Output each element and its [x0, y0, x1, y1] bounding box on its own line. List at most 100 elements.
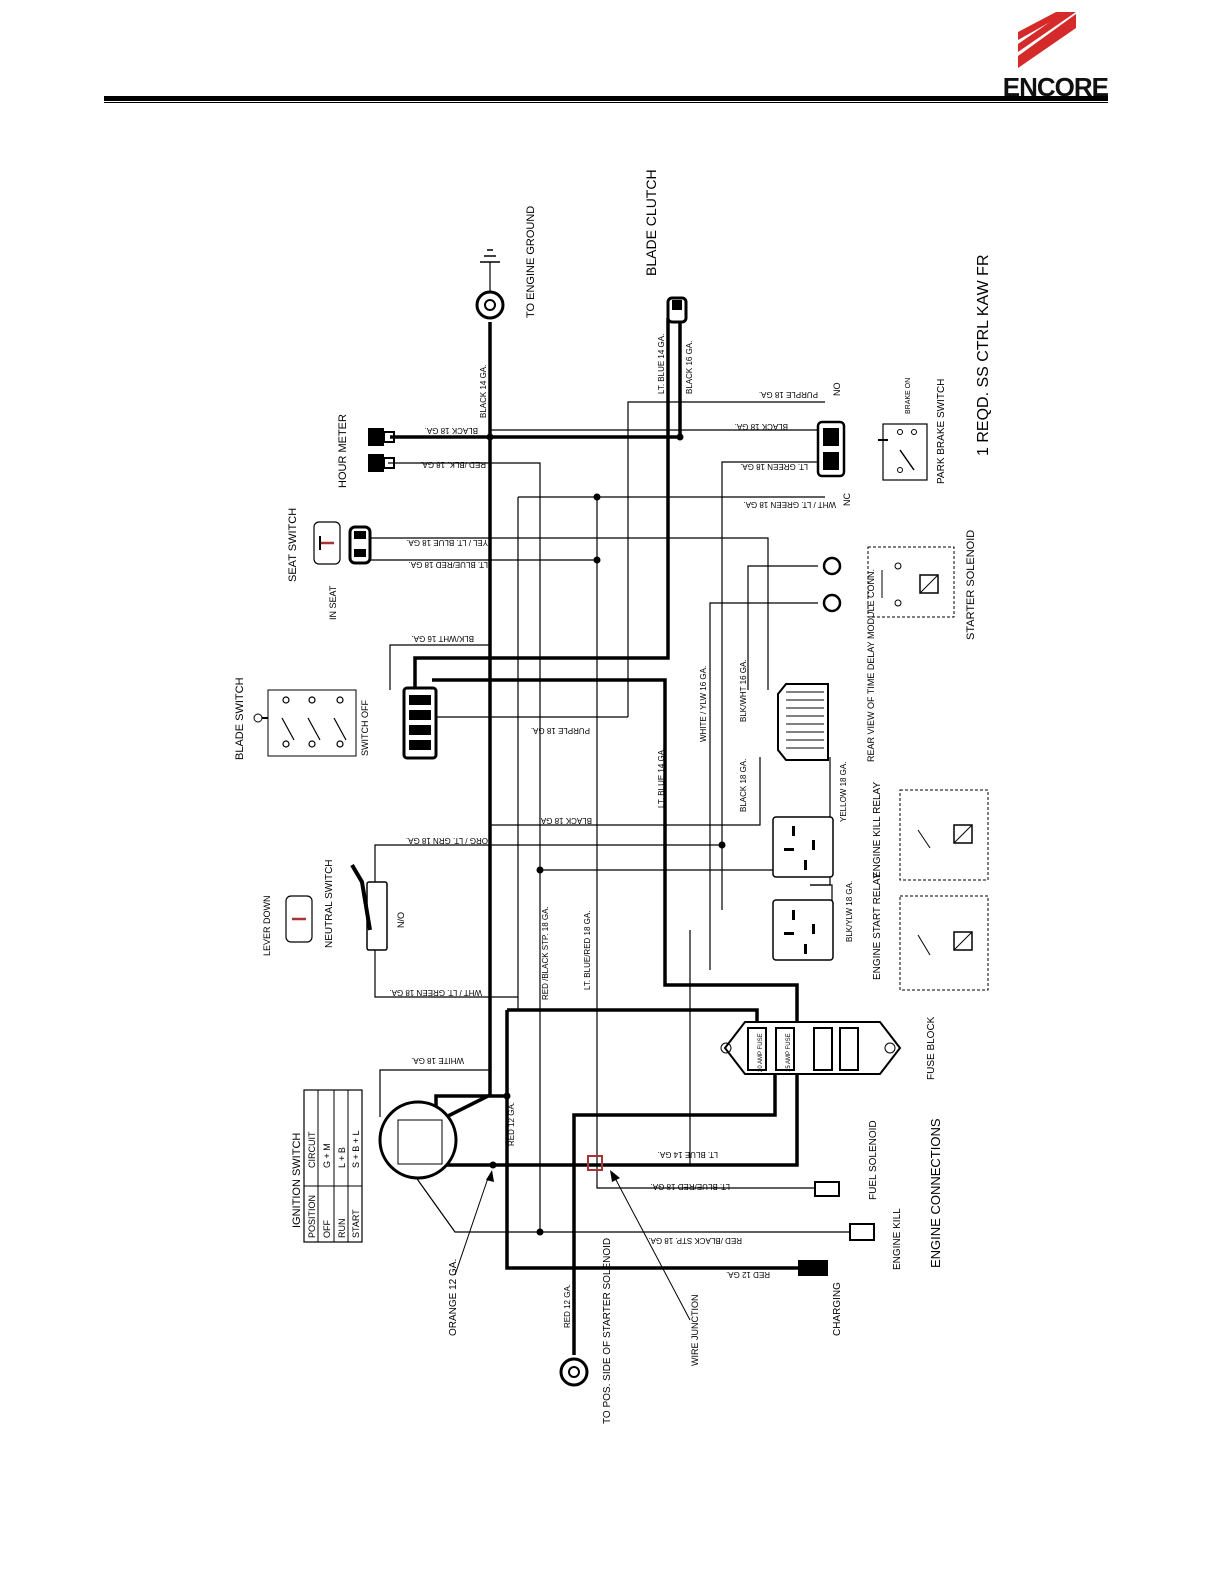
- wire-blkwht-starter: [747, 565, 818, 690]
- wire-label: BLK/WHT 16 GA.: [739, 659, 748, 722]
- wire-black16-clutch: [490, 318, 682, 439]
- wire-label: BLACK 18 GA.: [739, 759, 748, 812]
- ign-row-start: START: [351, 1209, 361, 1238]
- starter-solenoid: [822, 546, 955, 618]
- seat-switch: [313, 521, 372, 565]
- wire-label: RED /BLACK STP. 18 GA.: [541, 906, 550, 1000]
- wire-white-ylw: [709, 602, 818, 970]
- ign-row-off-circuit: G + M: [322, 1143, 332, 1168]
- label-no2: NO: [832, 383, 842, 397]
- wire-ltgreen: [721, 461, 825, 910]
- wire-junction-marker: [454, 1155, 691, 1321]
- engine-connectors: [798, 1181, 875, 1276]
- junction-dot: [593, 556, 601, 564]
- label-engine-ground: TO ENGINE GROUND: [525, 206, 537, 318]
- wire-label: LT. BLUE 14 GA.: [657, 334, 666, 394]
- encore-logo: ENCORE: [960, 4, 1109, 102]
- wire-label: YEL / LT. BLUE 18 GA.: [406, 538, 488, 547]
- fuse-block: [720, 1021, 902, 1075]
- ign-row-run-circuit: L + B: [337, 1147, 347, 1168]
- park-brake-switch: [878, 423, 928, 481]
- label-pos-starter: TO POS. SIDE OF STARTER SOLENOID: [602, 1238, 613, 1424]
- wire-redblk: [388, 462, 850, 1233]
- ground-terminal: [475, 249, 505, 320]
- label-wire-junction: WIRE JUNCTION: [690, 1295, 700, 1367]
- diagram-title: 1 REQD. SS CTRL KAW FR: [975, 254, 992, 456]
- wire-label: LT. BLUE/RED 18 GA.: [583, 911, 592, 990]
- label-fuse-20: 20 AMP FUSE: [758, 1033, 764, 1072]
- wire-label: BLACK 18 GA.: [735, 422, 788, 431]
- label-nc: NC: [842, 493, 852, 506]
- ign-row-start-circuit: S + B + L: [351, 1130, 361, 1168]
- label-start-relay: ENGINE START RELAY: [872, 872, 883, 980]
- wire-label: LT. GREEN 18 GA.: [740, 462, 808, 471]
- label-fuse-block: FUSE BLOCK: [926, 1016, 937, 1080]
- label-blade-switch: BLADE SWITCH: [234, 677, 246, 760]
- wire-purple: [627, 401, 825, 717]
- label-engine-connections: ENGINE CONNECTIONS: [928, 1118, 943, 1268]
- label-starter-solenoid: STARTER SOLENOID: [965, 530, 977, 640]
- blade-switch-connector: [402, 686, 438, 760]
- junction-dot: [536, 1228, 544, 1236]
- wire-org-ltgrn: [374, 844, 722, 882]
- wire-label: LT. BLUE/RED 18 GA.: [409, 560, 488, 569]
- label-orange: ORANGE 12 GA.: [448, 1259, 459, 1336]
- wire-label: WHT / LT. GREEN 18 GA.: [389, 988, 482, 997]
- wire-label: RED /BLK. 18 GA.: [420, 460, 486, 469]
- label-hour-meter: HOUR METER: [337, 414, 349, 488]
- blade-clutch-connector: [666, 296, 688, 324]
- label-kill-relay: ENGINE KILL RELAY: [872, 782, 883, 878]
- wire-label: BLACK 14 GA.: [479, 365, 488, 418]
- engine-kill-relay: [772, 789, 989, 881]
- wire-white18: [379, 1069, 490, 1117]
- wire-label: RED 12 GA.: [507, 1102, 516, 1146]
- wire-ltblue14-bot: [432, 678, 799, 1167]
- label-fuel-solenoid: FUEL SOLENOID: [868, 1120, 879, 1200]
- label-switch-off: SWITCH OFF: [360, 700, 370, 756]
- label-lever-down: LEVER DOWN: [262, 895, 272, 956]
- junctions: [486, 433, 726, 1236]
- wire-red12-pos: [572, 1068, 777, 1355]
- label-charging: CHARGING: [832, 1282, 843, 1336]
- ign-header-position: POSITION: [307, 1195, 317, 1238]
- pos-starter-terminal: [559, 1357, 589, 1387]
- label-park-brake: PARK BRAKE SWITCH: [936, 379, 947, 484]
- wire-yel-ltblue: [370, 537, 769, 690]
- ignition-table: [303, 1089, 363, 1243]
- wire-label: ORG / LT. GRN 18 GA.: [406, 836, 488, 845]
- ignition-table-title: IGNITION SWITCH: [291, 1133, 303, 1228]
- neutral-switch: [285, 863, 388, 951]
- park-brake-connector: [816, 420, 846, 478]
- engine-start-relay: [772, 895, 989, 991]
- encore-logo-icon: [1018, 4, 1076, 68]
- wire-ltblue-red-fuel: [596, 1165, 815, 1189]
- junction-dot: [486, 433, 494, 441]
- wire-label: WHITE / YLW 16 GA.: [699, 666, 708, 742]
- label-engine-kill: ENGINE KILL: [892, 1208, 903, 1270]
- header-rule: [104, 96, 1108, 101]
- junction-dot: [503, 1092, 511, 1100]
- wire-ign-kill: [399, 1154, 540, 1233]
- junction-dot: [676, 433, 684, 441]
- hour-meter-connectors: [368, 428, 395, 472]
- wire-label: WHITE 18 GA.: [411, 1056, 464, 1065]
- wire-label: LT. BLUE 14 GA.: [658, 1150, 718, 1159]
- wire-label: BLACK 18 GA.: [539, 816, 592, 825]
- junction-dot: [593, 493, 601, 501]
- wire-ltblue14-top: [413, 318, 670, 690]
- junction-dot: [489, 1161, 497, 1169]
- label-fuse-15: 15 AMP FUSE: [786, 1033, 792, 1072]
- time-delay-module: [777, 683, 829, 761]
- wire-label: WHT / LT. GREEN 18 GA.: [743, 500, 836, 509]
- label-seat-switch: SEAT SWITCH: [287, 508, 299, 582]
- wire-label: LT. BLUE 14 GA.: [657, 748, 666, 808]
- wire-label: RED /BLACK STP. 18 GA.: [648, 1236, 742, 1245]
- header-rule-thin: [104, 102, 1108, 103]
- label-neutral-switch: NEUTRAL SWITCH: [324, 859, 335, 948]
- label-no: N/O: [396, 912, 406, 928]
- junction-dot: [718, 841, 726, 849]
- ign-header-circuit: CIRCUIT: [307, 1131, 317, 1168]
- wire-label: PURPLE 18 GA.: [531, 726, 590, 735]
- label-blade: BLADE CLUTCH: [643, 169, 659, 276]
